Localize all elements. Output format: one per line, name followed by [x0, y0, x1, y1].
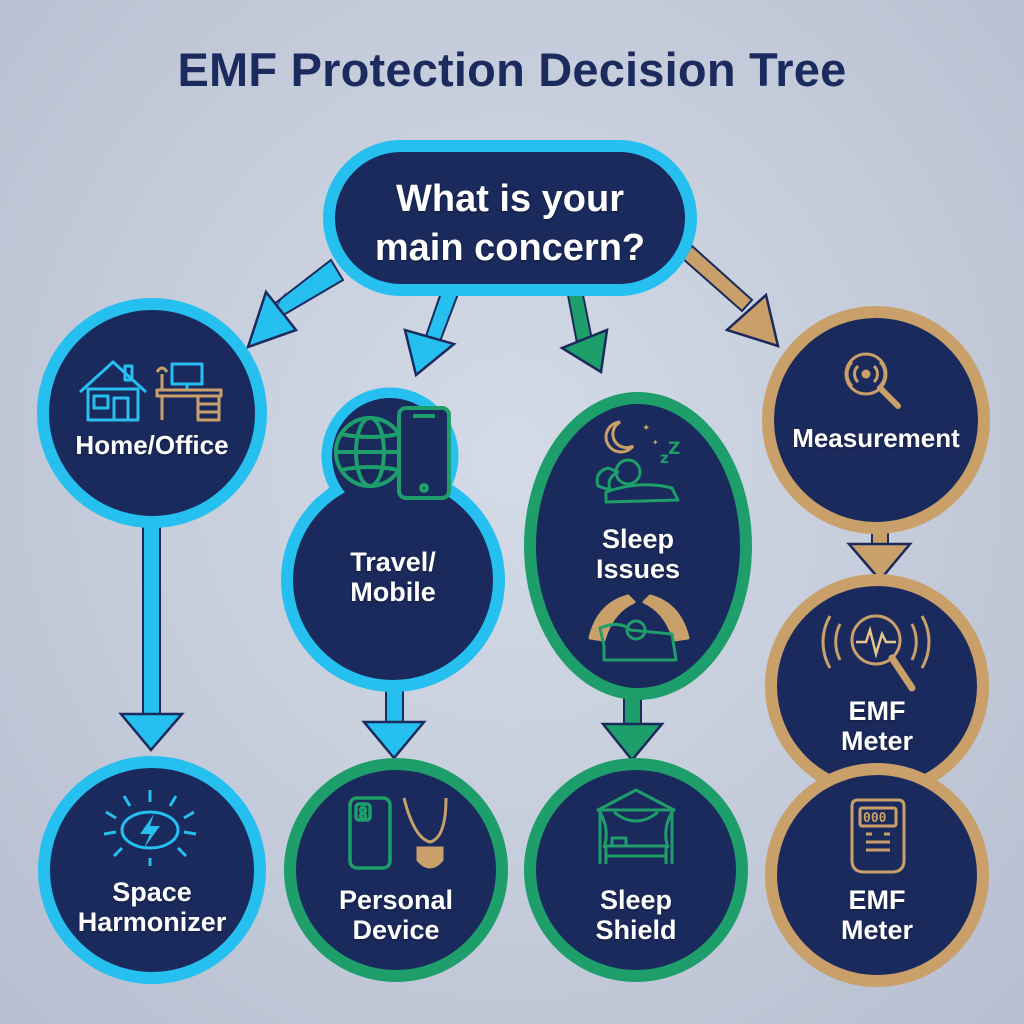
- smartphone-icon: [397, 406, 451, 500]
- moon-stars-icon: ✦ ✦: [604, 420, 659, 454]
- pendant-necklace-icon: [402, 797, 448, 869]
- emf-meter-result-node: [765, 763, 989, 987]
- emf-meter-step-node: [765, 574, 989, 798]
- sleep-issues-node: [524, 392, 752, 700]
- canopy-bed-icon: [596, 788, 676, 864]
- arrow-root-to-sleep-issues: [559, 289, 609, 375]
- svg-text:z: z: [660, 449, 669, 467]
- page-title: EMF Protection Decision Tree: [177, 43, 847, 96]
- magnifier-signal-icon: [844, 352, 901, 409]
- measurement-node: [762, 306, 990, 534]
- arrow-sleep-issues-to-sleep-shield: [600, 693, 665, 762]
- space-harmonizer-node: [38, 756, 266, 984]
- energy-burst-icon: [103, 790, 197, 866]
- desk-icon: [155, 362, 223, 422]
- home-office-node: [37, 298, 267, 528]
- sleep-shield-node: [524, 758, 748, 982]
- personal-device-node: [284, 758, 508, 982]
- meter-device-icon: 000: [850, 798, 906, 874]
- protective-hands-icon: [588, 594, 690, 662]
- arrow-root-to-travel-mobile: [403, 288, 460, 378]
- arrow-measurement-to-emf-meter: [846, 527, 913, 582]
- signal-magnifier-icon: [821, 614, 931, 692]
- sleeping-person-icon: z Z: [595, 439, 680, 504]
- svg-text:✦: ✦: [652, 438, 659, 447]
- svg-text:000: 000: [863, 811, 887, 826]
- globe-icon: [334, 416, 406, 488]
- svg-text:✦: ✦: [642, 423, 650, 434]
- svg-text:Z: Z: [668, 439, 680, 459]
- arrow-root-to-measurement: [680, 244, 780, 348]
- phone-case-icon: [348, 796, 392, 870]
- arrow-root-to-home-office: [246, 258, 345, 350]
- house-icon: [78, 360, 148, 422]
- root-question-node: [323, 140, 697, 296]
